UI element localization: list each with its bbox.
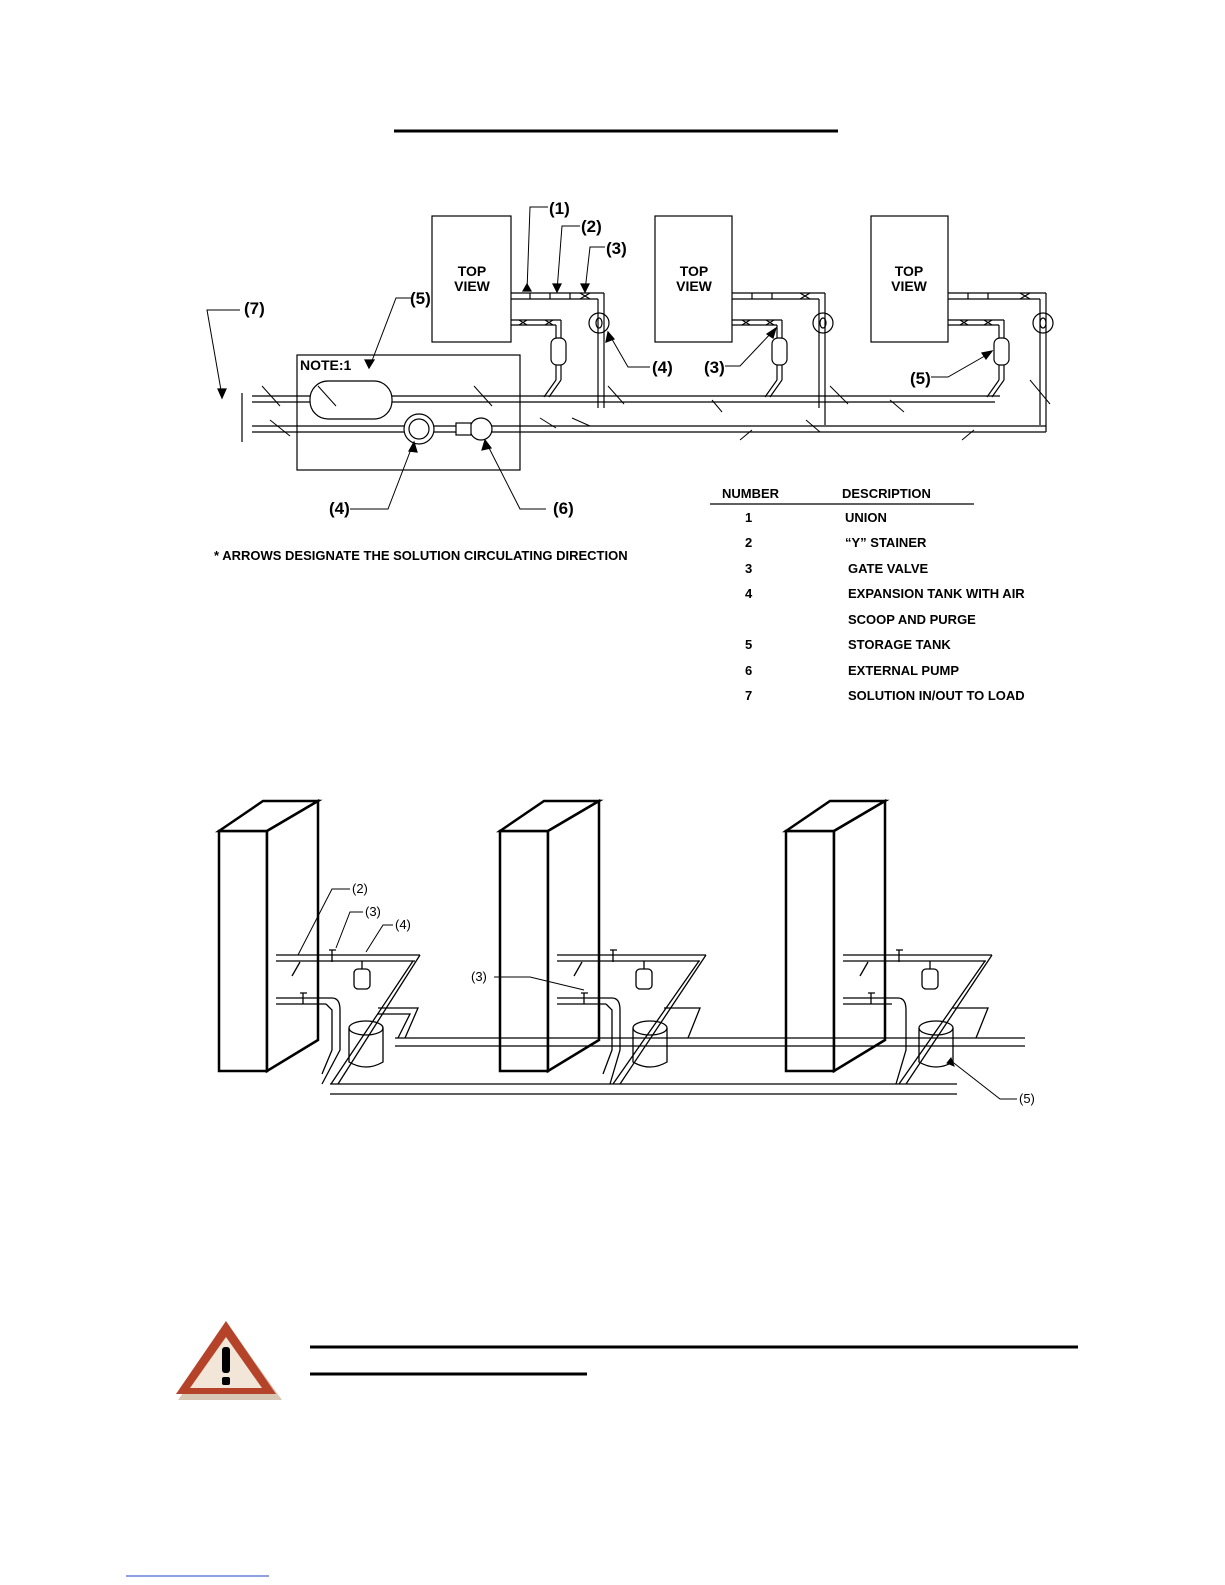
- iso-unit-1: [214, 798, 323, 1074]
- legend-row-description: STORAGE TANK: [848, 637, 951, 652]
- legend-row-description: EXTERNAL PUMP: [848, 663, 959, 678]
- legend-header-number: NUMBER: [722, 486, 780, 501]
- callout-3-mid: (3): [704, 358, 725, 377]
- legend-table: NUMBER DESCRIPTION 1 UNION 2 “Y” STAINER…: [710, 486, 1025, 703]
- iso-callout-4: (4): [395, 917, 411, 932]
- warning-triangle-icon: [176, 1321, 282, 1400]
- note-label: NOTE:1: [300, 357, 352, 373]
- unit-2-label-line1: TOP: [680, 263, 709, 279]
- unit-1-label-line1: TOP: [458, 263, 487, 279]
- callout-6: (6): [553, 499, 574, 518]
- iso-callout-5: (5): [1019, 1091, 1035, 1106]
- legend-row-description: “Y” STAINER: [845, 535, 927, 550]
- unit-3-label-line2: VIEW: [891, 278, 928, 294]
- legend-row-description: UNION: [845, 510, 887, 525]
- iso-callout-3-mid: (3): [471, 969, 487, 984]
- callout-1: (1): [549, 199, 570, 218]
- callout-3-top: (3): [606, 239, 627, 258]
- legend-row-number: 5: [745, 637, 752, 652]
- unit-box-2: [654, 215, 733, 343]
- legend-row-description: SOLUTION IN/OUT TO LOAD: [848, 688, 1025, 703]
- callout-5-right: (5): [910, 369, 931, 388]
- legend-row-description: EXPANSION TANK WITH AIR: [848, 586, 1025, 601]
- legend-header-description: DESCRIPTION: [842, 486, 931, 501]
- iso-callout-2: (2): [352, 881, 368, 896]
- legend-row-number: 6: [745, 663, 752, 678]
- legend-row-description: GATE VALVE: [848, 561, 929, 576]
- top-view-diagram: [206, 206, 1054, 510]
- iso-unit-2: [495, 798, 604, 1074]
- arrows-note: * ARROWS DESIGNATE THE SOLUTION CIRCULAT…: [214, 548, 628, 563]
- legend-row-number: 7: [745, 688, 752, 703]
- legend-row-number: 4: [745, 586, 753, 601]
- storage-tank-main: [309, 380, 393, 420]
- callout-4-mid: (4): [652, 358, 673, 377]
- unit-3-label-line1: TOP: [895, 263, 924, 279]
- unit-box-3: [870, 215, 949, 343]
- legend-row-number: 3: [745, 561, 752, 576]
- callout-5-top: (5): [410, 289, 431, 308]
- legend-row-number: 2: [745, 535, 752, 550]
- callout-7: (7): [244, 299, 265, 318]
- legend-row-description: SCOOP AND PURGE: [848, 612, 976, 627]
- unit-2-label-line2: VIEW: [676, 278, 713, 294]
- note-box: [296, 354, 521, 471]
- iso-unit-3: [781, 798, 890, 1074]
- iso-callout-3-top: (3): [365, 904, 381, 919]
- isometric-diagram: [214, 798, 1025, 1100]
- legend-row-number: 1: [745, 510, 752, 525]
- unit-box-1: [431, 215, 512, 343]
- callout-2: (2): [581, 217, 602, 236]
- unit-1-label-line2: VIEW: [454, 278, 491, 294]
- callout-4-bottom: (4): [329, 499, 350, 518]
